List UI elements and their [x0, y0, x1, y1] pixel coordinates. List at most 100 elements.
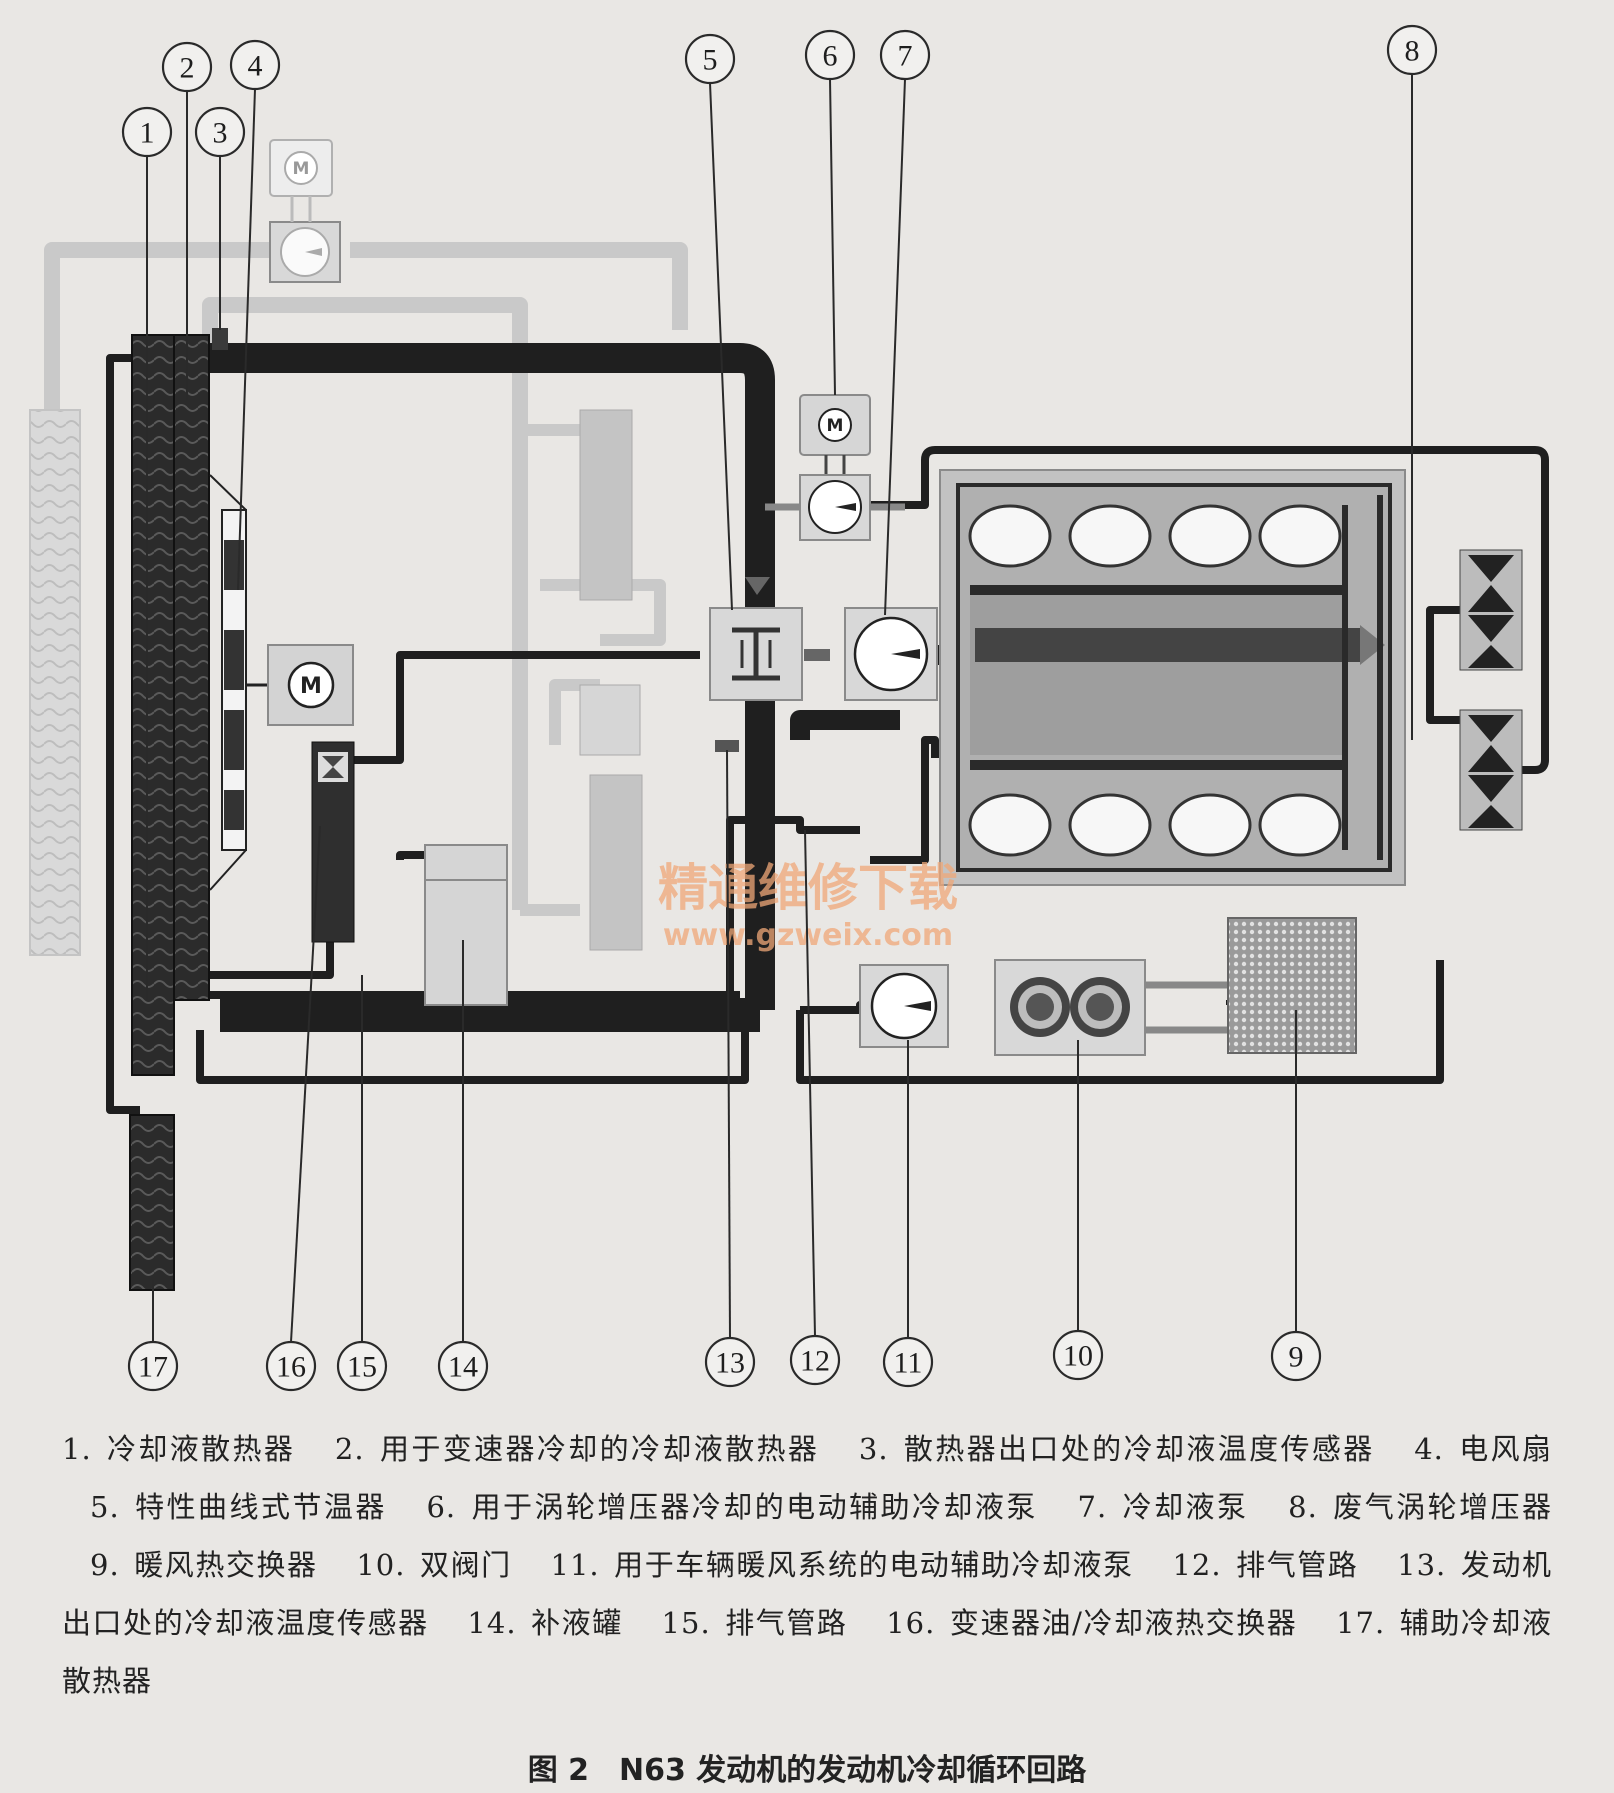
- legend-number: 4.: [1414, 1432, 1444, 1466]
- callout-number: 10: [1063, 1340, 1093, 1373]
- callout-7: 7: [879, 29, 931, 81]
- callout-leader: [290, 825, 321, 1343]
- callout-number: 12: [800, 1345, 830, 1378]
- legend-text: 变速器油/冷却液热交换器: [949, 1606, 1298, 1640]
- callout-number: 15: [347, 1351, 377, 1384]
- legend-text: 冷却液泵: [1121, 1490, 1249, 1524]
- callout-number: 14: [448, 1351, 478, 1384]
- callout-10: 10: [1052, 1329, 1104, 1381]
- callout-2: 2: [161, 41, 213, 93]
- callout-number: 8: [1405, 35, 1420, 68]
- map-thermostat: [709, 577, 830, 701]
- legend-number: 11.: [550, 1548, 600, 1582]
- coolant-pump: [844, 607, 938, 701]
- callout-leader: [709, 82, 733, 611]
- legend-item: 7. 冷却液泵: [1078, 1490, 1249, 1524]
- callout-number: 9: [1289, 1341, 1304, 1374]
- cylinder: [1068, 793, 1152, 857]
- legend-text: 排气管路: [1235, 1548, 1359, 1582]
- legend-number: 1.: [62, 1432, 92, 1466]
- callout-number: 13: [715, 1347, 745, 1380]
- cylinder: [1068, 504, 1152, 568]
- legend-item: 9. 暖风热交换器: [90, 1548, 318, 1582]
- callout-number: 11: [894, 1347, 923, 1380]
- motor-label-light: M: [293, 159, 310, 179]
- motor-label-fan: M: [300, 674, 322, 699]
- legend-number: 10.: [356, 1548, 406, 1582]
- double-valve: [994, 959, 1228, 1056]
- expansion-tank: [424, 844, 508, 1006]
- legend-item: 6. 用于涡轮增压器冷却的电动辅助冷却液泵: [426, 1490, 1037, 1524]
- callout-9: 9: [1270, 1330, 1322, 1382]
- callout-leader: [237, 88, 256, 591]
- legend-number: 13.: [1397, 1548, 1447, 1582]
- callout-number: 16: [276, 1351, 306, 1384]
- callout-number: 17: [138, 1351, 168, 1384]
- watermark-line1: 精通维修下载: [658, 859, 958, 917]
- motor-label-turbo: M: [827, 416, 844, 436]
- legend-item: 16. 变速器油/冷却液热交换器: [886, 1606, 1297, 1640]
- callout-leader: [829, 78, 836, 396]
- callout-1: 1: [121, 106, 173, 158]
- cooling-circuit-diagram: M: [29, 24, 1549, 1392]
- legend-item: 2. 用于变速器冷却的冷却液散热器: [335, 1432, 819, 1466]
- callout-16: 16: [265, 1340, 317, 1392]
- callout-leader: [726, 749, 731, 1339]
- legend-text: 冷却液散热器: [105, 1432, 296, 1466]
- heater-aux-pump: [859, 964, 949, 1048]
- legend-number: 17.: [1336, 1606, 1386, 1640]
- callout-leader: [884, 78, 906, 616]
- callout-4: 4: [229, 39, 281, 91]
- legend-number: 16.: [886, 1606, 936, 1640]
- callout-11: 11: [882, 1336, 934, 1388]
- callout-6: 6: [804, 29, 856, 81]
- legend-number: 5.: [90, 1490, 120, 1524]
- aux-radiator-light: [29, 409, 81, 956]
- legend-item: 11.用于车辆暖风系统的电动辅助冷却液泵: [551, 1548, 1134, 1582]
- turbochargers: [1459, 549, 1523, 831]
- callout-8: 8: [1386, 24, 1438, 76]
- legend-text: 用于涡轮增压器冷却的电动辅助冷却液泵: [470, 1490, 1038, 1524]
- coolant-radiator: [131, 334, 175, 1076]
- callout-13: 13: [704, 1336, 756, 1388]
- callout-12: 12: [789, 1334, 841, 1386]
- light-aux-pump: M: [269, 139, 341, 283]
- legend-text: 双阀门: [419, 1548, 512, 1582]
- legend-item: 8. 废气涡轮增压器: [1288, 1490, 1552, 1524]
- legend-item: 12. 排气管路: [1172, 1548, 1358, 1582]
- legend-number: 7.: [1077, 1490, 1108, 1524]
- callout-14: 14: [437, 1340, 489, 1392]
- legend-item: 1. 冷却液散热器: [62, 1432, 295, 1466]
- legend-number: 6.: [426, 1490, 457, 1524]
- legend-item: 13.发动机出口处的冷却液温度传感器: [62, 1548, 1552, 1640]
- cylinder: [1168, 504, 1252, 568]
- legend-text: 散热器出口处的冷却液温度传感器: [902, 1432, 1375, 1466]
- legend-item: 17.辅助冷却液散热器: [62, 1606, 1552, 1698]
- cylinder: [968, 504, 1052, 568]
- callout-number: 4: [248, 50, 263, 83]
- legend-item: 3.散热器出口处的冷却液温度传感器: [859, 1432, 1375, 1466]
- cylinder: [1258, 504, 1342, 568]
- legend-text: 辅助冷却液散热器: [62, 1606, 1552, 1698]
- legend-number: 2.: [334, 1432, 365, 1466]
- legend-text: 废气涡轮增压器: [1331, 1490, 1553, 1524]
- legend-number: 14.: [467, 1606, 517, 1640]
- callout-number: 2: [180, 52, 195, 85]
- legend-text: 用于变速器冷却的冷却液散热器: [378, 1432, 820, 1466]
- cylinder-group: [968, 504, 1342, 857]
- legend-item: 15.排气管路: [662, 1606, 848, 1640]
- legend-number: 8.: [1288, 1490, 1318, 1524]
- legend-text: 暖风热交换器: [133, 1548, 318, 1582]
- callout-leader: [804, 829, 816, 1337]
- callout-number: 5: [703, 44, 718, 77]
- aux-coolant-radiator: [129, 1114, 175, 1291]
- turbo-aux-pump: M: [765, 394, 905, 541]
- callout-5: 5: [684, 33, 736, 85]
- electric-fan: M: [209, 474, 354, 891]
- legend-text: 发动机出口处的冷却液温度传感器: [62, 1548, 1552, 1640]
- legend-number: 9.: [90, 1548, 120, 1582]
- legend-number: 12.: [1172, 1548, 1222, 1582]
- legend-number: 15.: [661, 1606, 711, 1640]
- legend-item: 5.特性曲线式节温器: [90, 1490, 387, 1524]
